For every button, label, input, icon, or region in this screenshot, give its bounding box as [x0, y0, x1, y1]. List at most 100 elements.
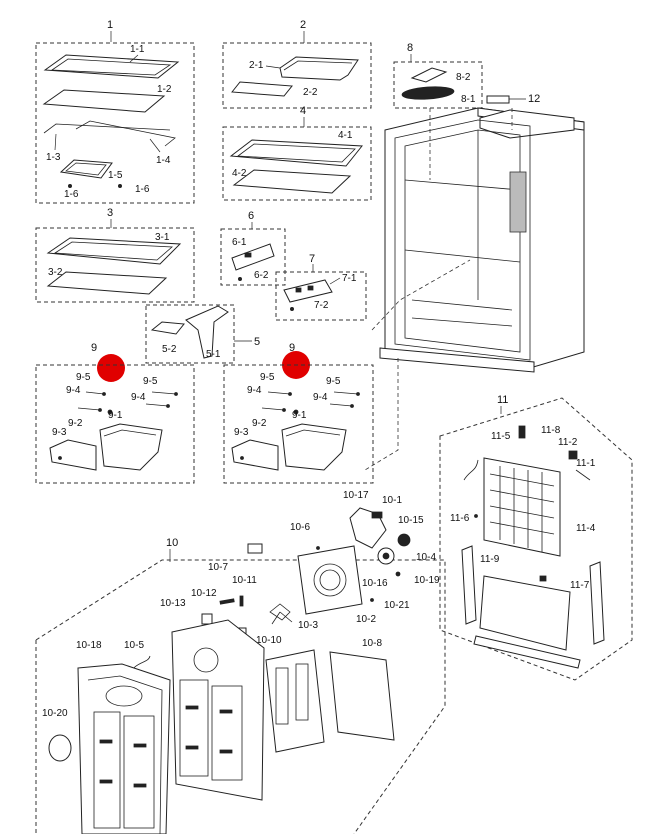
label-10-1: 10-1: [382, 495, 402, 506]
label-11-7: 11-7: [570, 580, 590, 591]
label-8-1: 8-1: [461, 94, 476, 105]
drawer-2-1: [279, 56, 359, 81]
crisper-front-right: [231, 439, 279, 471]
group-9b-label: 9: [289, 342, 295, 354]
group-11-box: [439, 397, 633, 681]
label-10-21: 10-21: [384, 600, 410, 611]
label-4-1: 4-1: [338, 130, 353, 141]
group-8-label: 8: [407, 42, 413, 54]
group-6-cover: 6 6-1 6-2: [220, 210, 286, 286]
label-10-7: 10-7: [208, 562, 228, 573]
label-9-5a: 9-5: [76, 372, 91, 383]
label-1-5: 1-5: [108, 170, 123, 181]
label-10-3: 10-3: [298, 620, 318, 631]
label-10-4: 10-4: [416, 552, 436, 563]
label-10-13: 10-13: [160, 598, 186, 609]
label-10-10: 10-10: [256, 635, 282, 646]
trim-1-3: [43, 123, 171, 134]
group-3-shelf: 3 3-1 3-2: [35, 207, 195, 303]
highlight-marker-left: [97, 354, 125, 382]
group-1-shelf-assembly: 1 1-1 1-2 1-3 1-4 1-5 1-6 1-6: [35, 19, 195, 204]
label-11-4: 11-4: [576, 523, 596, 534]
label-10-15: 10-15: [398, 515, 424, 526]
group-3-box: [35, 227, 195, 303]
label-11-8: 11-8: [541, 425, 561, 436]
cover-6-1: [231, 243, 275, 271]
label-2-2: 2-2: [303, 87, 318, 98]
shelf-frame-3-1: [46, 237, 182, 265]
label-10-16: 10-16: [362, 578, 388, 589]
group-10-fan-assembly: 10 10-17 10-1 10-15 10-6 10-4 10-16 10-1…: [35, 490, 446, 834]
label-9-3b: 9-3: [234, 427, 249, 438]
group-8-box: [393, 61, 483, 109]
group-7-box: [275, 271, 367, 321]
group-4-shelf: 4 4-1 4-2: [222, 105, 372, 201]
trim-1-4: [75, 120, 176, 147]
group-8-cover: 8 8-2 8-1 12: [393, 42, 540, 109]
motor-10-15: [397, 533, 411, 547]
crisper-front-left: [49, 439, 97, 471]
group-5-label: 5: [254, 336, 260, 348]
tape-pad: [247, 543, 263, 554]
part-10-12: [201, 613, 213, 625]
label-5-1: 5-1: [206, 349, 221, 360]
label-9-4b: 9-4: [131, 392, 146, 403]
drain-pan-11-9: [479, 575, 571, 651]
lamp-8-1: [401, 86, 455, 100]
group-9a-label: 9: [91, 342, 97, 354]
rear-vent: [509, 171, 527, 233]
group-2-box: [222, 42, 372, 109]
group-10-label: 10: [166, 537, 178, 549]
crisper-bin-left: [99, 423, 163, 471]
top-cover: [479, 109, 575, 139]
group-9-right-crisper: 9 9-5 9-5 9-4 9-4 9-1 9-2 9-3: [223, 342, 374, 484]
label-1-6b: 1-6: [135, 184, 150, 195]
label-10-12: 10-12: [191, 588, 217, 599]
group-1-label: 1: [107, 19, 113, 31]
group-10-box: [35, 559, 446, 834]
label-10-11: 10-11: [232, 575, 257, 586]
label-10-18: 10-18: [76, 640, 102, 651]
part-10-7: [219, 598, 235, 605]
group-5-bracket: 5-2 5-1 5: [145, 304, 260, 364]
shelf-glass-1-2: [42, 89, 166, 113]
group-11-label: 11: [497, 394, 508, 406]
label-8-2: 8-2: [456, 72, 471, 83]
group-7-label: 7: [309, 253, 315, 265]
group-9-left-crisper: 9 9-5 9-5 9-4 9-4 9-1 9-2 9-3: [35, 342, 195, 484]
label-1-4: 1-4: [156, 155, 171, 166]
group-4-label: 4: [300, 105, 306, 117]
label-6-2: 6-2: [254, 270, 269, 281]
label-9-1a: 9-1: [108, 410, 123, 421]
drawer-front-2-2: [231, 81, 293, 97]
link-9-cabinet: [371, 259, 471, 331]
group-5-box: [145, 304, 235, 364]
label-1-3: 1-3: [46, 152, 61, 163]
insulation-panel: [265, 649, 325, 753]
group-11-evaporator: 11 11-5 11-8 11-2 11-1 11-4 11-6 11-9 11…: [439, 394, 633, 681]
label-10-19: 10-19: [414, 575, 440, 586]
bottom-duct: [473, 635, 581, 669]
bracket-5-1: [185, 305, 229, 359]
label-9-5b: 9-5: [143, 376, 158, 387]
cover-10-8: [329, 651, 395, 741]
label-10-17: 10-17: [343, 490, 369, 501]
side-bracket-right: [589, 561, 605, 645]
label-7-1: 7-1: [342, 273, 357, 284]
label-3-2: 3-2: [48, 267, 63, 278]
label-1-2: 1-2: [157, 84, 172, 95]
group-4-box: [222, 126, 372, 201]
label-5-2: 5-2: [162, 344, 177, 355]
label-9-5c: 9-5: [260, 372, 275, 383]
shelf-glass-4-2: [232, 169, 352, 194]
gasket-10-20: [48, 734, 72, 762]
label-11-2: 11-2: [558, 437, 578, 448]
label-2-1: 2-1: [249, 60, 264, 71]
shelf-glass-3-2: [46, 271, 168, 295]
pad-5-2: [150, 321, 185, 335]
label-7-2: 7-2: [314, 300, 329, 311]
group-2-label: 2: [300, 19, 306, 31]
label-3-1: 3-1: [155, 232, 170, 243]
label-9-2a: 9-2: [68, 418, 83, 429]
